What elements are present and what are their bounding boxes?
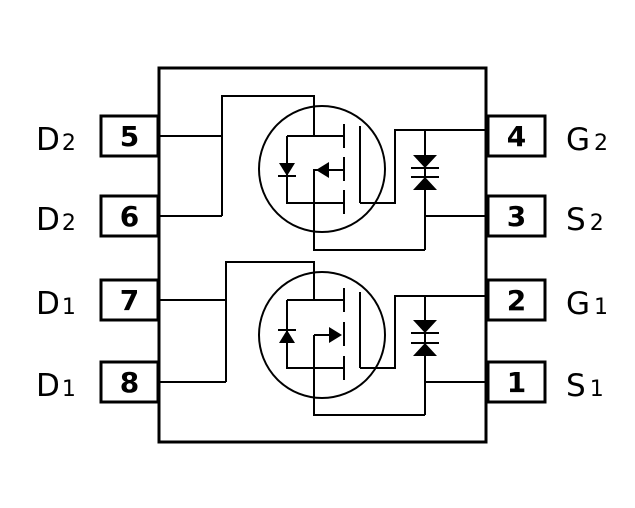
pin-6-label: D2	[36, 202, 76, 238]
pin-6: 6	[99, 194, 160, 238]
mosfet-2-diode	[279, 163, 295, 176]
pin-7-label: D1	[36, 286, 76, 322]
mosfet-1-body-circle	[258, 271, 386, 399]
pin-4-number: 4	[507, 120, 526, 153]
mosfet-1-body-arrow	[329, 327, 342, 343]
pin-5-number: 5	[120, 120, 139, 153]
mosfet-1-zener-top	[413, 320, 437, 333]
pin-7-number: 7	[120, 284, 139, 317]
pin-1-number: 1	[507, 366, 526, 399]
pin-5: 5	[99, 114, 160, 158]
mosfet-2-body-circle	[258, 105, 386, 233]
mosfet-2-zener-top	[413, 155, 437, 168]
pin-7: 7	[99, 278, 160, 322]
pin-8: 8	[99, 360, 160, 404]
mosfet-1	[159, 261, 488, 416]
mosfet-1-zener-bottom	[413, 343, 437, 356]
mosfet-2-zener-bottom	[413, 177, 437, 190]
pin-8-label: D1	[36, 368, 76, 404]
package-outline	[157, 66, 488, 444]
pin-5-label: D2	[36, 122, 76, 158]
pin-1: 1	[486, 360, 547, 404]
pin-3: 3	[486, 194, 547, 238]
pin-2-number: 2	[507, 284, 526, 317]
pin-2: 2	[486, 278, 547, 322]
mosfet-2	[159, 95, 488, 251]
mosfet-2-body-arrow	[316, 162, 329, 178]
pin-4: 4	[486, 114, 547, 158]
pin-6-number: 6	[120, 200, 139, 233]
mosfet-1-diode	[279, 330, 295, 343]
pin-8-number: 8	[120, 366, 139, 399]
pin-3-number: 3	[507, 200, 526, 233]
